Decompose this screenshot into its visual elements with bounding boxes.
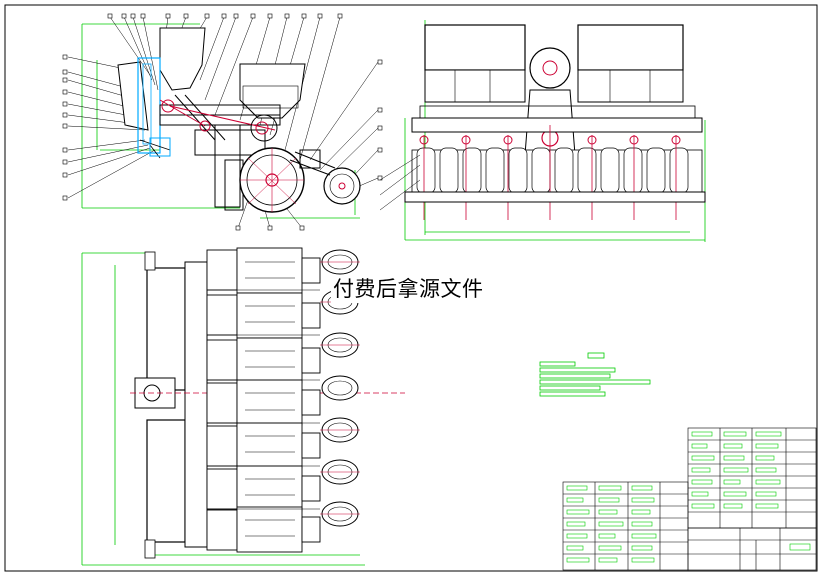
parts-list-entries [566,431,811,563]
watermark-text: 付费后拿源文件 [331,276,486,303]
side-view [62,13,383,231]
drawing-border [4,4,818,572]
row-units-top [206,247,360,553]
press-wheel [239,147,305,213]
technical-notes [539,352,651,397]
front-view [379,20,706,242]
top-view [81,247,405,566]
parts-list [562,427,817,571]
